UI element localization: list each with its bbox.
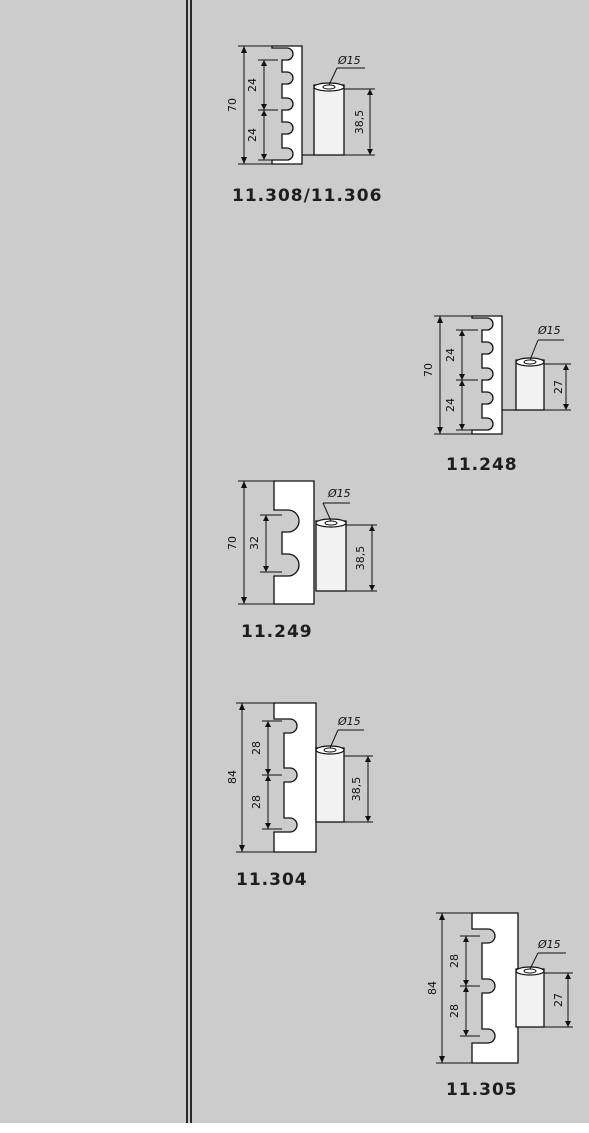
hinge-plate <box>471 912 519 1064</box>
hinge-label: 11.308/11.306 <box>232 186 383 206</box>
dimension-spacing-2: 28 <box>250 795 263 809</box>
dimension-spacing-2: 24 <box>444 398 457 412</box>
hinge-plate <box>271 45 303 165</box>
dimension-height: 70 <box>226 98 239 112</box>
dimension-height: 84 <box>226 770 239 784</box>
dimension-spacing-2: 28 <box>448 1004 461 1018</box>
dimension-barrel: 38,5 <box>350 777 363 802</box>
hinge-plate <box>471 315 503 435</box>
hinge-label: 11.248 <box>446 455 518 475</box>
dimension-spacing-1: 28 <box>448 954 461 968</box>
barrel <box>515 968 545 1028</box>
dimension-barrel: 27 <box>552 993 565 1007</box>
dimension-height: 70 <box>226 536 239 550</box>
dimension-height: 84 <box>426 981 439 995</box>
barrel <box>315 520 347 592</box>
dimension-barrel: 38,5 <box>353 110 366 135</box>
barrel <box>313 84 345 156</box>
hinge-plate <box>273 702 317 853</box>
dimension-spacing: 32 <box>248 536 261 550</box>
hinge-label: 11.305 <box>446 1080 518 1100</box>
dimension-spacing-1: 24 <box>444 348 457 362</box>
dimension-spacing-2: 24 <box>246 128 259 142</box>
hinge-11-308-drawing: 70 24 24 38,5 Ø15 <box>226 38 380 168</box>
dimension-barrel: 38,5 <box>354 546 367 571</box>
hinge-label: 11.249 <box>241 622 313 642</box>
barrel <box>515 359 545 411</box>
hinge-11-248-drawing: 70 24 24 27 Ø15 <box>422 312 576 442</box>
dimension-diameter: Ø15 <box>537 324 561 337</box>
divider-line-left <box>186 0 188 1123</box>
hinge-11-305-drawing: 84 28 28 27 Ø15 <box>426 908 578 1068</box>
dimension-diameter: Ø15 <box>537 938 561 951</box>
dimension-diameter: Ø15 <box>337 715 361 728</box>
hinge-11-249-drawing: 70 32 38,5 Ø15 <box>226 477 380 607</box>
dimension-barrel: 27 <box>552 380 565 394</box>
dimension-diameter: Ø15 <box>337 54 361 67</box>
dimension-diameter: Ø15 <box>327 487 351 500</box>
hinge-11-304-drawing: 84 28 28 38,5 Ø15 <box>226 697 376 857</box>
barrel <box>315 747 345 823</box>
dimension-spacing-1: 24 <box>246 78 259 92</box>
divider-line-right <box>190 0 192 1123</box>
hinge-plate <box>273 480 315 605</box>
dimension-spacing-1: 28 <box>250 741 263 755</box>
dimension-height: 70 <box>422 363 435 377</box>
hinge-label: 11.304 <box>236 870 308 890</box>
